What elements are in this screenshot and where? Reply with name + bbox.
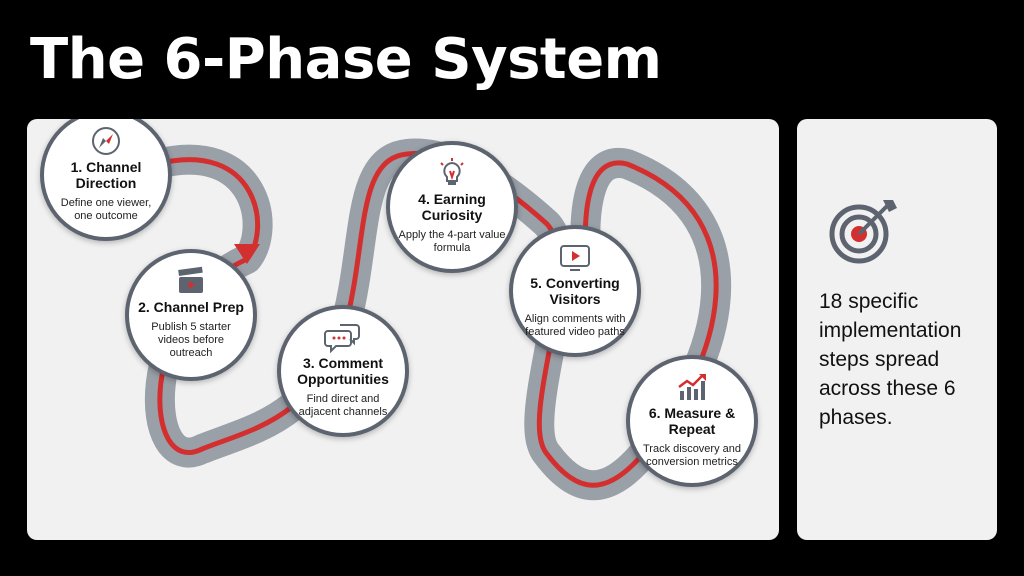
phase-5-node: 5. Converting Visitors Align comments wi… [509, 225, 641, 357]
growth-chart-icon [675, 371, 709, 403]
phase-3-description: Find direct and adjacent channels [298, 393, 388, 418]
summary-panel: 18 specific implementation steps spread … [797, 119, 997, 540]
phase-2-title: 2. Channel Prep [138, 299, 244, 315]
direction-arrow [234, 244, 260, 264]
phase-6-description: Track discovery and conversion metrics [642, 443, 742, 468]
clapperboard-icon [175, 265, 207, 297]
phase-3-node: 3. Comment Opportunities Find direct and… [277, 305, 409, 437]
video-play-icon [558, 241, 592, 273]
phase-4-node: 4. Earning Curiosity Apply the 4-part va… [386, 141, 518, 273]
phase-1-title: 1. Channel Direction [70, 159, 142, 191]
summary-text: 18 specific implementation steps spread … [819, 290, 962, 429]
phase-4-title: 4. Earning Curiosity [418, 191, 486, 223]
page-title: The 6-Phase System [30, 27, 662, 92]
phase-1-node: 1. Channel Direction Define one viewer, … [40, 119, 172, 241]
phase-1-description: Define one viewer, one outcome [60, 197, 152, 222]
phase-2-node: 2. Channel Prep Publish 5 starter videos… [125, 249, 257, 381]
phase-6-title: 6. Measure & Repeat [648, 405, 736, 437]
compass-icon [90, 125, 122, 157]
phase-diagram-panel: 1. Channel Direction Define one viewer, … [27, 119, 779, 540]
phase-6-node: 6. Measure & Repeat Track discovery and … [626, 355, 758, 487]
chat-bubbles-icon [324, 321, 362, 353]
phase-5-description: Align comments with featured video paths [524, 313, 626, 338]
lightbulb-icon [436, 157, 468, 189]
phase-3-title: 3. Comment Opportunities [297, 355, 389, 387]
phase-4-description: Apply the 4-part value formula [398, 229, 506, 254]
phase-2-description: Publish 5 starter videos before outreach [151, 321, 231, 359]
target-arrow-icon [827, 194, 903, 275]
phase-5-title: 5. Converting Visitors [530, 275, 620, 307]
